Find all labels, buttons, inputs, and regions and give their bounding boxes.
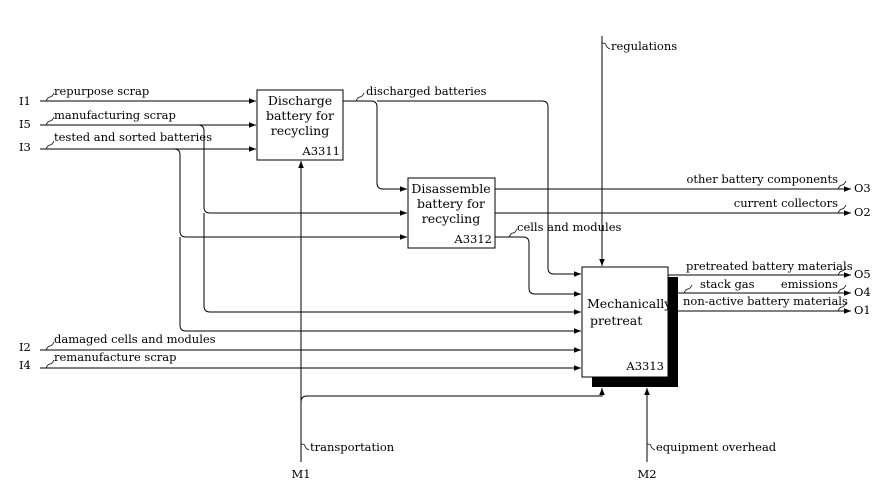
mechanism-m1[interactable]: transportation M1 xyxy=(291,161,605,481)
i5-label: manufacturing scrap xyxy=(54,108,176,122)
i5-code: I5 xyxy=(19,117,31,131)
i3-label: tested and sorted batteries xyxy=(54,130,212,144)
o4-label-b: emissions xyxy=(781,277,838,291)
a3311-title-line1: Discharge xyxy=(268,93,332,108)
o3-label: other battery components xyxy=(686,172,838,186)
output-o5[interactable]: pretreated battery materials O5 xyxy=(668,259,871,281)
flow-discharged-batteries[interactable]: discharged batteries xyxy=(343,84,581,277)
activity-box-a3312[interactable]: Disassemble battery for recycling A3312 xyxy=(407,177,496,249)
a3313-code: A3313 xyxy=(625,359,664,373)
o3-code: O3 xyxy=(854,181,871,195)
regulations-label: regulations xyxy=(611,39,677,53)
i4-code: I4 xyxy=(19,358,31,372)
o1-code: O1 xyxy=(854,303,871,317)
o2-label: current collectors xyxy=(734,196,838,210)
a3311-code: A3311 xyxy=(301,144,340,158)
m1-code: M1 xyxy=(291,467,310,481)
input-i3[interactable]: I3 tested and sorted batteries xyxy=(19,130,581,334)
output-o4[interactable]: stack gas emissions O4 xyxy=(668,277,871,299)
o4-label-a: stack gas xyxy=(700,277,755,291)
a3311-title-line3: recycling xyxy=(271,123,329,138)
control-regulations[interactable]: regulations xyxy=(599,36,677,266)
i1-label: repurpose scrap xyxy=(54,84,149,98)
a3313-title-line2: pretreat xyxy=(590,313,642,328)
m2-label: equipment overhead xyxy=(656,440,777,454)
input-i2[interactable]: I2 damaged cells and modules xyxy=(19,332,581,354)
i3-code: I3 xyxy=(19,140,31,154)
output-o2[interactable]: current collectors O2 xyxy=(495,196,871,219)
m1-label: transportation xyxy=(310,440,395,454)
o2-code: O2 xyxy=(854,205,871,219)
a3312-title-line2: battery for xyxy=(417,196,485,211)
o5-code: O5 xyxy=(854,267,871,281)
input-i5[interactable]: I5 manufacturing scrap xyxy=(19,108,581,315)
a3313-title-line1: Mechanically xyxy=(587,296,672,311)
activity-box-a3311[interactable]: Discharge battery for recycling A3311 xyxy=(256,89,344,161)
output-o1[interactable]: non-active battery materials O1 xyxy=(668,294,871,317)
i1-code: I1 xyxy=(19,94,31,108)
output-o3[interactable]: other battery components O3 xyxy=(495,172,871,195)
discharged-batteries-label: discharged batteries xyxy=(366,84,487,98)
flow-cells-and-modules[interactable]: cells and modules xyxy=(495,220,622,297)
o1-label: non-active battery materials xyxy=(683,294,848,308)
m2-code: M2 xyxy=(637,467,656,481)
o5-label: pretreated battery materials xyxy=(686,259,853,273)
a3312-title-line1: Disassemble xyxy=(411,181,490,196)
a3311-title-line2: battery for xyxy=(266,108,334,123)
i4-label: remanufacture scrap xyxy=(54,350,176,364)
mechanism-m2[interactable]: equipment overhead M2 xyxy=(637,388,777,481)
i2-code: I2 xyxy=(19,340,31,354)
o4-code: O4 xyxy=(854,285,871,299)
a3312-code: A3312 xyxy=(453,232,492,246)
cells-and-modules-label: cells and modules xyxy=(517,220,622,234)
activity-box-a3313[interactable]: Mechanically pretreat A3313 xyxy=(581,266,678,387)
i2-label: damaged cells and modules xyxy=(54,332,216,346)
input-i4[interactable]: I4 remanufacture scrap xyxy=(19,350,581,372)
a3312-title-line3: recycling xyxy=(422,211,480,226)
input-i1[interactable]: I1 repurpose scrap xyxy=(19,84,256,108)
